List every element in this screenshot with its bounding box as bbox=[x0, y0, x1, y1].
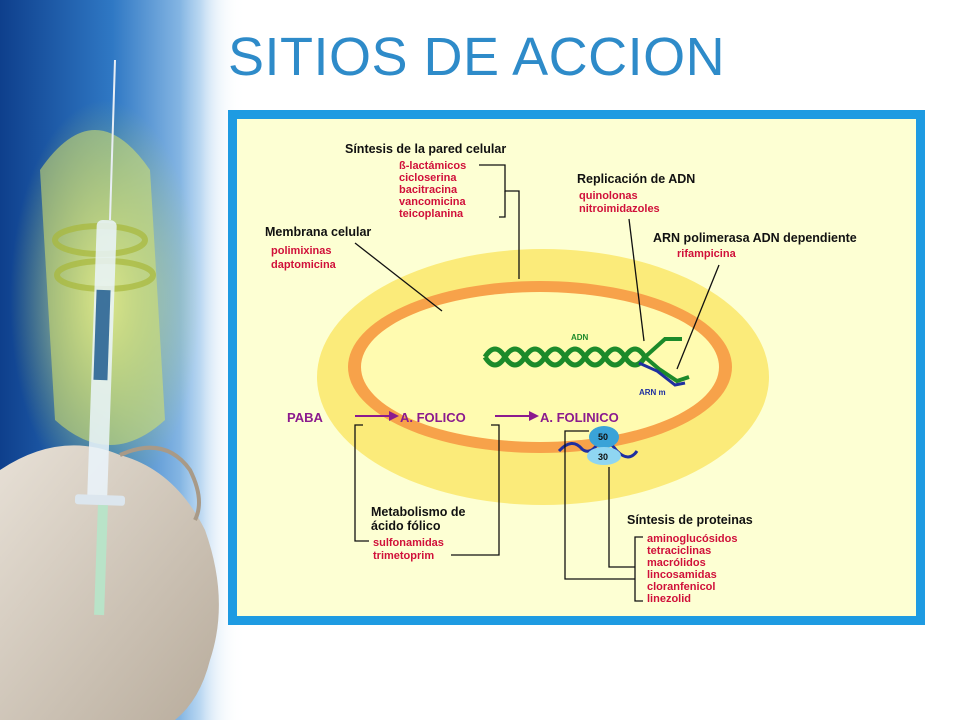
drug-item: daptomicina bbox=[271, 259, 337, 271]
group-metabolismo-folico: Metabolismo de ácido fólico sulfonamidas… bbox=[354, 424, 500, 562]
drug-item: linezolid bbox=[647, 593, 691, 605]
arn-m-strand bbox=[638, 361, 686, 387]
heading-sintesis-proteinas: Síntesis de proteinas bbox=[627, 513, 753, 527]
cell-cytoplasm bbox=[361, 292, 719, 442]
group-replicacion-adn: Replicación de ADN quinolonas nitroimida… bbox=[577, 172, 695, 342]
group-arn-polimerasa: ARN polimerasa ADN dependiente rifampici… bbox=[653, 231, 857, 370]
label-ribosome-50: 50 bbox=[598, 432, 608, 442]
dna-helix bbox=[482, 337, 690, 384]
mechanism-diagram-frame: ADN ARN m 50 30 PABA A. FOLICO A. FOLINI… bbox=[228, 110, 925, 625]
group-sintesis-proteinas: Síntesis de proteinas aminoglucósidos te… bbox=[564, 430, 753, 605]
drug-item: quinolonas bbox=[579, 190, 638, 202]
drug-item: tetraciclinas bbox=[647, 545, 711, 557]
label-arn-m: ARN m bbox=[639, 388, 666, 397]
heading-metabolismo-line2: ácido fólico bbox=[371, 519, 441, 533]
gloved-hand bbox=[0, 445, 219, 720]
drug-item: polimixinas bbox=[271, 245, 332, 257]
heading-metabolismo-line1: Metabolismo de bbox=[371, 505, 466, 519]
drug-item: cloranfenicol bbox=[647, 581, 715, 593]
heading-membrana-celular: Membrana celular bbox=[265, 225, 371, 239]
syringe-icon bbox=[74, 59, 126, 616]
drug-item: nitroimidazoles bbox=[579, 203, 660, 215]
group-membrana-celular: Membrana celular polimixinas daptomicina bbox=[265, 225, 443, 312]
label-ribosome-30: 30 bbox=[598, 452, 608, 462]
antibiotic-sites-diagram: ADN ARN m 50 30 PABA A. FOLICO A. FOLINI… bbox=[265, 142, 857, 605]
drug-item: macrólidos bbox=[647, 557, 706, 569]
drug-item: cicloserina bbox=[399, 172, 457, 184]
heading-pared-celular: Síntesis de la pared celular bbox=[345, 142, 506, 156]
drug-item: teicoplanina bbox=[399, 208, 464, 220]
ribosome-50-subunit bbox=[589, 426, 619, 448]
drug-item: trimetoprim bbox=[373, 550, 434, 562]
drug-item: lincosamidas bbox=[647, 569, 717, 581]
drug-item: vancomicina bbox=[399, 196, 467, 208]
drug-item: aminoglucósidos bbox=[647, 533, 737, 545]
pathway-paba: PABA bbox=[287, 410, 323, 425]
heading-arn-polimerasa: ARN polimerasa ADN dependiente bbox=[653, 231, 857, 245]
drug-item: ß-lactámicos bbox=[399, 160, 466, 172]
pathway-acido-folinico: A. FOLINICO bbox=[540, 410, 619, 425]
drug-item: bacitracina bbox=[399, 184, 458, 196]
slide-title: SITIOS DE ACCION bbox=[228, 27, 726, 87]
label-adn: ADN bbox=[571, 333, 589, 342]
drug-item: sulfonamidas bbox=[373, 537, 444, 549]
pathway-acido-folico: A. FOLICO bbox=[400, 410, 466, 425]
drug-item: rifampicina bbox=[677, 248, 737, 260]
group-pared-celular: Síntesis de la pared celular ß-lactámico… bbox=[345, 142, 520, 279]
ribosome-30-subunit bbox=[587, 447, 621, 465]
heading-replicacion-adn: Replicación de ADN bbox=[577, 172, 695, 186]
